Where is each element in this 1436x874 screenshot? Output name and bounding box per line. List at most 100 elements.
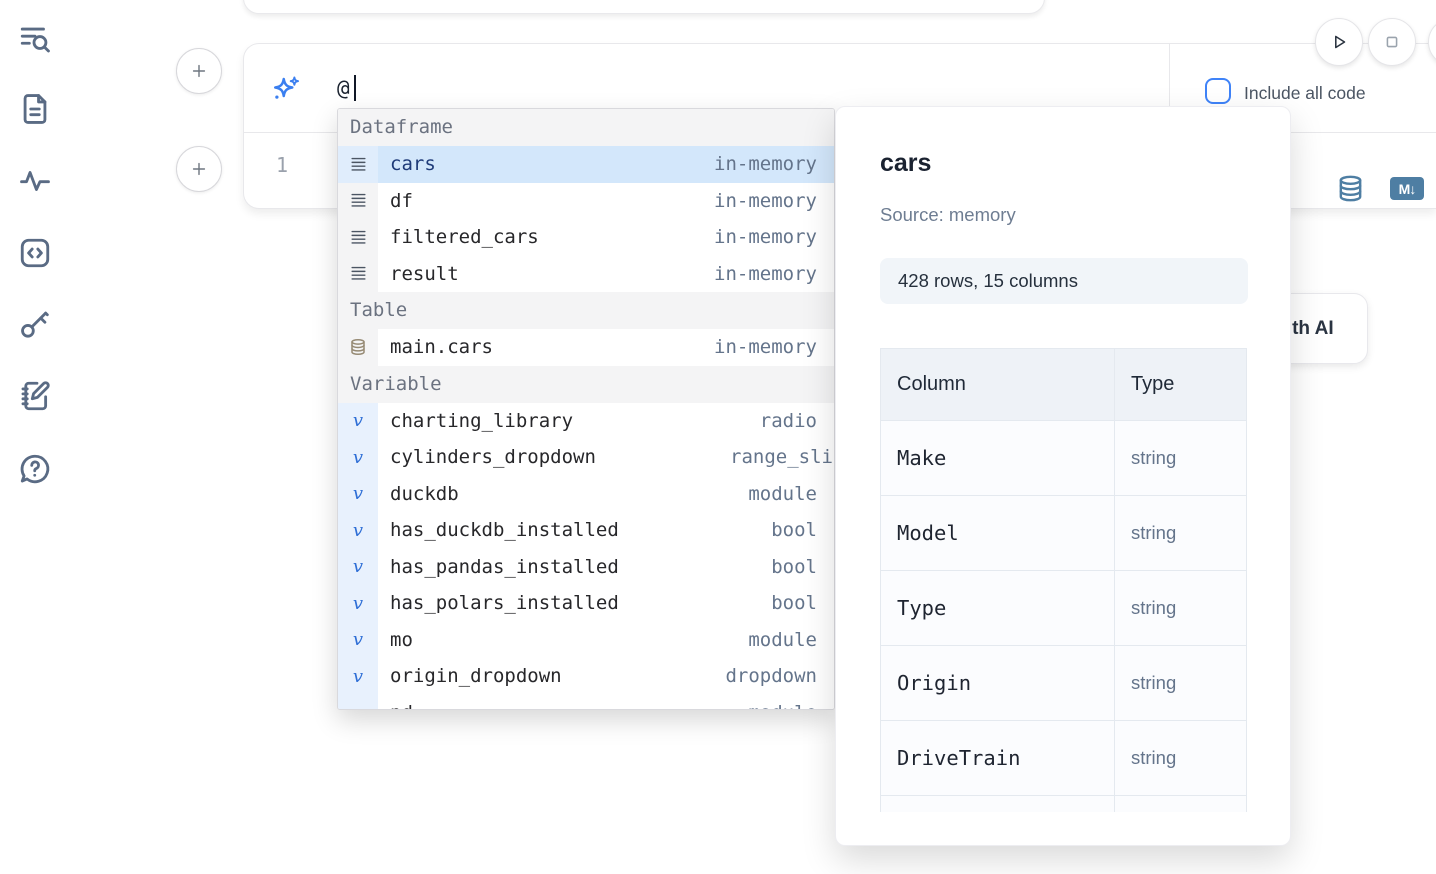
autocomplete-item-name: filtered_cars	[390, 226, 539, 249]
schema-table-row: Origin string	[881, 646, 1246, 721]
autocomplete-item-type: module	[748, 628, 817, 651]
sidebar-code-square-icon[interactable]	[18, 236, 52, 270]
autocomplete-item-name: main.cars	[390, 336, 493, 359]
autocomplete-item-name: has_polars_installed	[390, 592, 619, 615]
autocomplete-section-header: Variable	[338, 365, 834, 403]
autocomplete-item-type: in-memory	[714, 189, 817, 212]
autocomplete-item-name: cylinders_dropdown	[390, 446, 596, 469]
run-cell-button[interactable]	[1315, 18, 1363, 66]
stop-cell-button[interactable]	[1368, 18, 1416, 66]
autocomplete-item-type: in-memory	[714, 153, 817, 176]
markdown-icon[interactable]: M↓	[1390, 177, 1424, 200]
autocomplete-item-type: module	[748, 702, 817, 709]
autocomplete-item-type: radio	[759, 409, 817, 432]
autocomplete-item-type: module	[748, 482, 817, 505]
autocomplete-item-cars[interactable]: cars in-memory	[338, 146, 834, 183]
sidebar-activity-icon[interactable]	[18, 164, 52, 198]
column-name: Origin	[897, 671, 972, 695]
autocomplete-item-has_duckdb_installed[interactable]: v has_duckdb_installed bool	[338, 512, 834, 549]
autocomplete-item-name: duckdb	[390, 482, 459, 505]
column-name: Make	[897, 446, 947, 470]
sidebar-help-circle-icon[interactable]	[18, 452, 52, 486]
autocomplete-item-type: range_slider	[730, 446, 834, 468]
autocomplete-item-name: pd	[390, 702, 413, 709]
variable-icon: v	[338, 658, 378, 695]
preview-title: cars	[880, 149, 932, 177]
autocomplete-item-type: in-memory	[714, 226, 817, 249]
autocomplete-item-name: origin_dropdown	[390, 665, 562, 688]
column-type: string	[1131, 747, 1177, 768]
preview-source: Source: memory	[880, 204, 1016, 225]
sidebar-key-icon[interactable]	[18, 307, 52, 341]
sparkles-icon	[270, 74, 300, 104]
autocomplete-item-name: has_duckdb_installed	[390, 519, 619, 542]
autocomplete-item-charting_library[interactable]: v charting_library radio	[338, 402, 834, 439]
autocomplete-item-type: in-memory	[714, 262, 817, 285]
autocomplete-section-header: Dataframe	[338, 109, 834, 146]
variable-icon: v	[338, 439, 378, 476]
autocomplete-item-result[interactable]: result in-memory	[338, 255, 834, 292]
column-type: string	[1131, 597, 1177, 618]
sidebar-list-search-icon[interactable]	[18, 22, 52, 56]
schema-table-row: DriveTrain string	[881, 721, 1246, 796]
autocomplete-item-name: result	[390, 262, 459, 285]
autocomplete-item-name: cars	[390, 153, 436, 176]
autocomplete-item-filtered_cars[interactable]: filtered_cars in-memory	[338, 219, 834, 256]
column-type: string	[1131, 672, 1177, 693]
column-type: string	[1131, 522, 1177, 543]
database-icon	[338, 329, 378, 366]
ai-prompt-input[interactable]: @ Include all code	[244, 44, 1436, 132]
schema-table-header: Type	[1114, 349, 1246, 420]
variable-icon: v	[338, 694, 378, 709]
autocomplete-item-pd[interactable]: v pd module	[338, 694, 834, 709]
include-all-code-checkbox[interactable]	[1205, 78, 1231, 104]
autocomplete-item-name: charting_library	[390, 409, 574, 432]
autocomplete-item-name: df	[390, 189, 413, 212]
editor-line-number: 1	[275, 153, 289, 177]
column-name: Type	[897, 596, 947, 620]
add-cell-below-button[interactable]	[176, 146, 222, 192]
rows-icon	[338, 219, 378, 256]
autocomplete-item-has_polars_installed[interactable]: v has_polars_installed bool	[338, 585, 834, 622]
sidebar-notebook-pen-icon[interactable]	[18, 379, 52, 413]
schema-table-row: Make string	[881, 421, 1246, 496]
autocomplete-item-cylinders_dropdown[interactable]: v cylinders_dropdown range_slider	[338, 439, 834, 476]
previous-cell-edge	[243, 0, 1045, 14]
sidebar-file-text-icon[interactable]	[18, 92, 52, 126]
column-type: string	[1131, 447, 1177, 468]
autocomplete-item-type: dropdown	[725, 665, 817, 688]
text-cursor	[354, 75, 356, 101]
variable-icon: v	[338, 402, 378, 439]
autocomplete-item-name: mo	[390, 628, 413, 651]
variable-icon: v	[338, 585, 378, 622]
rows-icon	[338, 255, 378, 292]
autocomplete-section-header: Table	[338, 292, 834, 329]
add-cell-above-button[interactable]	[176, 48, 222, 94]
autocomplete-item-type: bool	[771, 592, 817, 615]
autocomplete-item-df[interactable]: df in-memory	[338, 182, 834, 219]
autocomplete-item-has_pandas_installed[interactable]: v has_pandas_installed bool	[338, 548, 834, 585]
schema-table-header: Column	[897, 373, 966, 395]
column-name: DriveTrain	[897, 746, 1021, 770]
variable-icon: v	[338, 512, 378, 549]
variable-icon: v	[338, 475, 378, 512]
autocomplete-item-type: bool	[771, 555, 817, 578]
shape-badge: 428 rows, 15 columns	[880, 258, 1248, 304]
autocomplete-item-origin_dropdown[interactable]: v origin_dropdown dropdown	[338, 658, 834, 695]
rows-icon	[338, 146, 378, 183]
autocomplete-item-type: bool	[771, 519, 817, 542]
schema-table-row: Type string	[881, 571, 1246, 646]
variable-icon: v	[338, 548, 378, 585]
database-icon[interactable]	[1336, 174, 1365, 203]
schema-table-header-row: Column Type	[881, 349, 1246, 421]
include-all-code-label: Include all code	[1244, 83, 1366, 103]
rows-icon	[338, 182, 378, 219]
autocomplete-item-name: has_pandas_installed	[390, 555, 619, 578]
